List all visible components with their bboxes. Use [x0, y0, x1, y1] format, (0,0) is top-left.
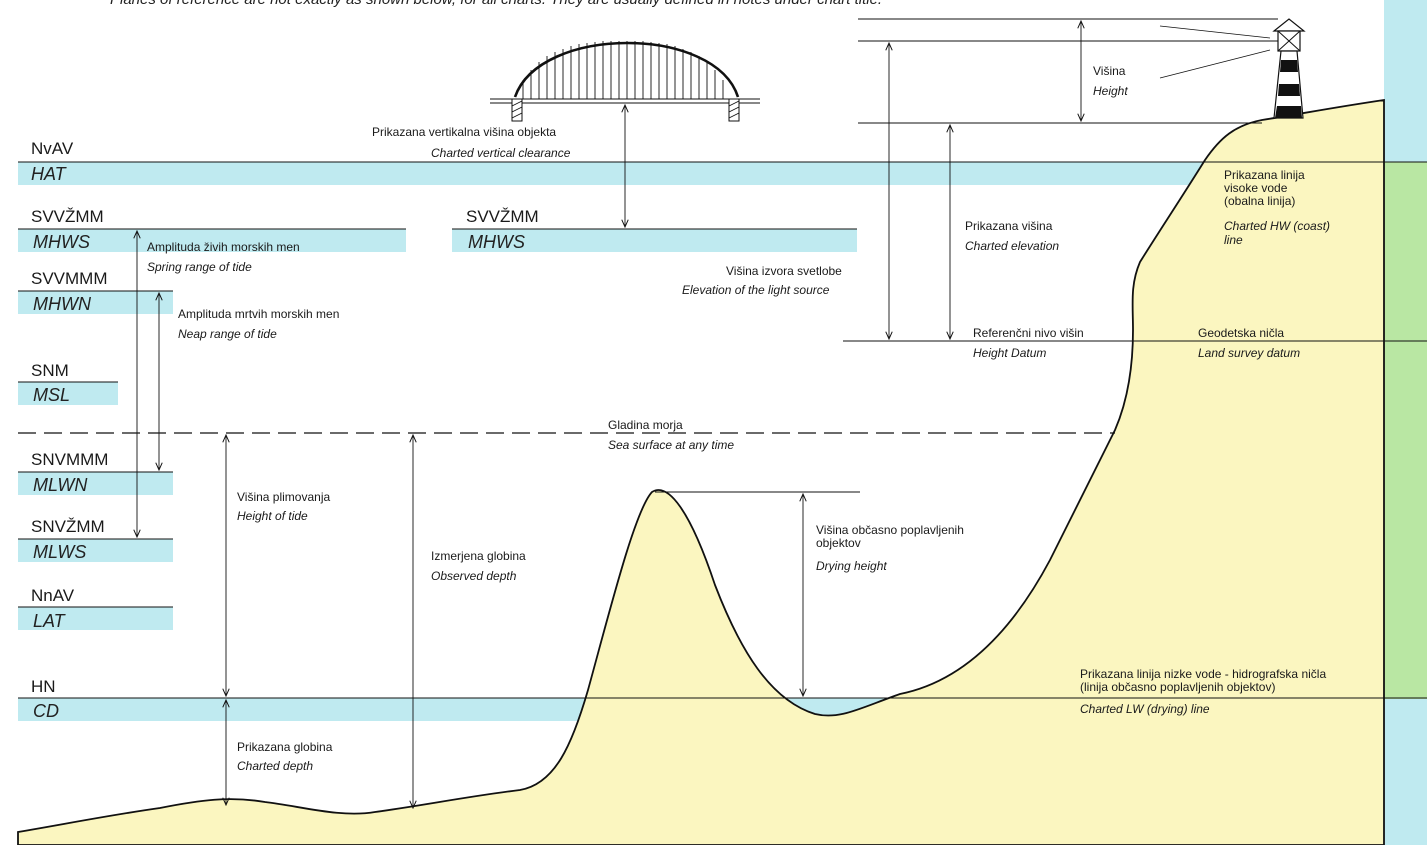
charted-depth-label-en: Charted depth [237, 759, 313, 773]
datum-local-mlwn: SNVMMM [31, 450, 108, 469]
vertical-clearance-label-sl: Prikazana vertikalna višina objekta [372, 125, 556, 139]
hat-band [18, 162, 1427, 185]
mid-datum-local: SVVŽMM [466, 207, 539, 226]
hw-line-label-sl-2: visoke vode [1224, 181, 1288, 195]
light-elevation-label-sl: Višina izvora svetlobe [726, 264, 842, 278]
lat-band [18, 607, 173, 630]
msl-band [18, 382, 118, 405]
hw-line-label-sl-1: Prikazana linija [1224, 168, 1305, 182]
datum-intl-cd: CD [33, 701, 59, 721]
lw-line-label-sl-1: Prikazana linija nizke vode - hidrografs… [1080, 667, 1326, 681]
mid-datum-intl: MHWS [468, 232, 525, 252]
charted-elevation-label-en: Charted elevation [965, 239, 1059, 253]
neap-range-label-sl: Amplituda mrtvih morskih men [178, 307, 339, 321]
charted-elevation-label-sl: Prikazana višina [965, 219, 1053, 233]
hw-line-label-sl-3: (obalna linija) [1224, 194, 1295, 208]
light-beam-upper [1159, 25, 1271, 39]
datum-local-mhwn: SVVMMM [31, 269, 108, 288]
observed-depth-label-sl: Izmerjena globina [431, 549, 526, 563]
lw-line-label-sl-2: (linija občasno poplavljenih objektov) [1080, 680, 1275, 694]
light-beam-lower [1159, 49, 1271, 79]
sea-surface-label-en: Sea surface at any time [608, 438, 734, 452]
vertical-clearance-label-en: Charted vertical clearance [431, 146, 571, 160]
height-of-tide-label-sl: Višina plimovanja [237, 490, 330, 504]
mhws-band [18, 229, 406, 252]
charted-depth-label-sl: Prikazana globina [237, 740, 333, 754]
datum-local-mlws: SNVŽMM [31, 517, 105, 536]
mhws-band-mid [452, 229, 857, 252]
datum-intl-mhws: MHWS [33, 232, 90, 252]
datum-intl-mhwn: MHWN [33, 294, 92, 314]
height-label-en: Height [1093, 84, 1128, 98]
datum-local-hat: NvAV [31, 139, 74, 158]
spring-range-label-sl: Amplituda živih morskih men [147, 240, 300, 254]
datum-local-msl: SNM [31, 361, 69, 380]
datum-local-lat: NnAV [31, 586, 75, 605]
datum-intl-lat: LAT [33, 611, 67, 631]
datum-local-mhws: SVVŽMM [31, 207, 104, 226]
sea-surface-label-sl: Gladina morja [608, 418, 683, 432]
spring-range-label-en: Spring range of tide [147, 260, 252, 274]
drying-height-label-sl-1: Višina občasno poplavljenih [816, 523, 964, 537]
height-of-tide-label-en: Height of tide [237, 509, 308, 523]
datum-intl-mlwn: MLWN [33, 475, 88, 495]
datum-intl-hat: HAT [31, 164, 68, 184]
light-elevation-label-en: Elevation of the light source [682, 283, 830, 297]
drying-height-label-sl-2: objektov [816, 536, 861, 550]
hw-line-label-en-2: line [1224, 233, 1243, 247]
lw-line-label-en: Charted LW (drying) line [1080, 702, 1210, 716]
land-survey-label-en: Land survey datum [1198, 346, 1300, 360]
land-survey-label-sl: Geodetska ničla [1198, 326, 1284, 340]
header-note: Planes of reference are not exactly as s… [110, 0, 882, 8]
hw-line-label-en-1: Charted HW (coast) [1224, 219, 1330, 233]
neap-range-label-en: Neap range of tide [178, 327, 277, 341]
seabed-and-coast [17, 98, 1385, 845]
height-datum-label-sl: Referenčni nivo višin [973, 326, 1084, 340]
bridge-icon [490, 41, 760, 122]
lighthouse-icon [1272, 18, 1306, 119]
datum-local-cd: HN [31, 677, 56, 696]
drying-height-label-en: Drying height [816, 559, 887, 573]
datum-intl-msl: MSL [33, 385, 70, 405]
height-label-sl: Višina [1093, 64, 1126, 78]
datum-intl-mlws: MLWS [33, 542, 86, 562]
height-datum-label-en: Height Datum [973, 346, 1046, 360]
observed-depth-label-en: Observed depth [431, 569, 517, 583]
mlws-band [18, 539, 173, 562]
right-strip-land [1384, 162, 1427, 699]
